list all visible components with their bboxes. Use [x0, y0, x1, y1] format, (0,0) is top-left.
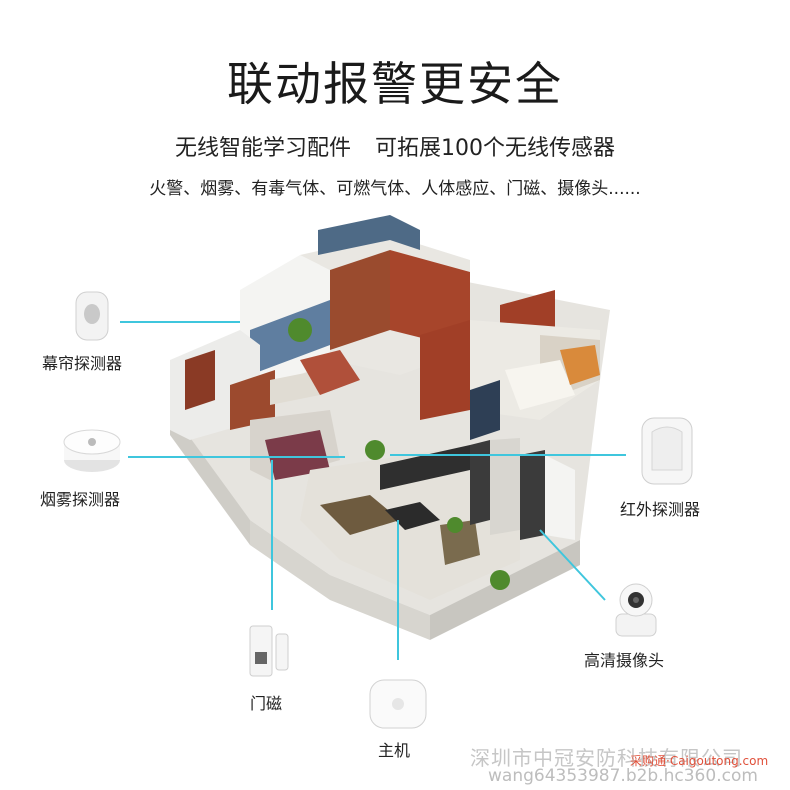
smoke-detector-icon: [63, 429, 121, 472]
page-title: 联动报警更安全: [227, 57, 563, 111]
sensor-list: 火警、烟雾、有毒气体、可燃气体、人体感应、门磁、摄像头......: [149, 179, 641, 199]
host-device-icon: [369, 679, 427, 729]
door-magnet-icon: [249, 625, 289, 677]
watermark-url: wang64353987.b2b.hc360.com: [488, 766, 758, 786]
label-infrared-detector: 红外探测器: [620, 500, 701, 519]
curtain-detector-icon: [75, 291, 109, 341]
watermark-site: 采购通·Caigoutong.com: [630, 754, 769, 768]
subtitle-right: 可拓展100个无线传感器: [375, 136, 615, 161]
label-host: 主机: [378, 741, 411, 760]
label-curtain-detector: 幕帘探测器: [42, 354, 123, 373]
label-door-magnet: 门磁: [250, 694, 283, 713]
label-smoke-detector: 烟雾探测器: [40, 490, 121, 509]
camera-icon: [615, 583, 657, 637]
line-camera: [539, 529, 606, 601]
watermark-company: 深圳市中冠安防科技有限公司: [470, 746, 743, 770]
subtitle-left: 无线智能学习配件: [174, 136, 351, 161]
house-floorplan: [170, 215, 610, 640]
subtitle: 无线智能学习配件可拓展100个无线传感器: [0, 130, 790, 162]
infrared-detector-icon: [641, 417, 693, 485]
label-hd-camera: 高清摄像头: [584, 651, 665, 670]
connector-lines: [120, 321, 626, 660]
